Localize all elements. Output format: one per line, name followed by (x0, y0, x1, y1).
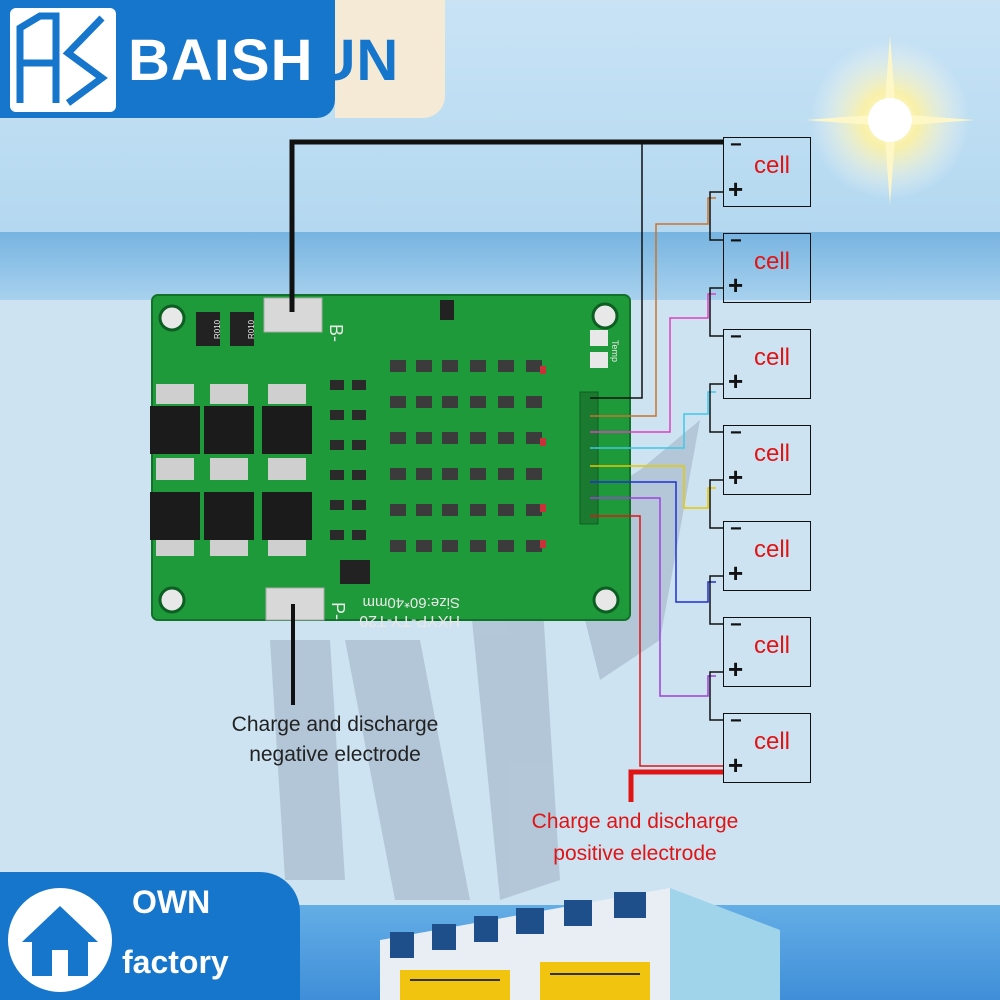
header-accent (335, 0, 445, 118)
cell-6-positive: + (728, 654, 744, 684)
pad-b-label: B- (326, 324, 346, 342)
positive-wire (628, 769, 723, 802)
cell-3: − cell + (723, 326, 811, 399)
cell-3-positive: + (728, 366, 744, 396)
cell-7-label: cell (754, 728, 791, 755)
cell-6: − cell + (723, 614, 811, 687)
factory-illustration (380, 888, 780, 1000)
positive-label-line1: Charge and discharge (531, 810, 739, 833)
cell-4-label: cell (754, 440, 791, 467)
brand-name: BAISHUN (128, 28, 400, 93)
cell-2-negative: − (730, 230, 742, 252)
pad-p-label: P- (328, 602, 348, 620)
positive-label-line2: positive electrode (553, 842, 717, 865)
negative-label-line1: Charge and discharge (231, 713, 439, 736)
cell-5-label: cell (754, 536, 791, 563)
cell-2-label: cell (754, 248, 791, 275)
positive-electrode-label: Charge and discharge positive electrode (490, 806, 780, 870)
cell-5-negative: − (730, 518, 742, 540)
b-minus-wire (289, 139, 723, 312)
cell-7-positive: + (728, 750, 744, 780)
cell-1: − cell + (723, 134, 811, 207)
sky-band (0, 232, 1000, 302)
negative-label-line2: negative electrode (249, 743, 421, 766)
temp-label: Temp (610, 340, 620, 362)
cell-4: − cell + (723, 422, 811, 495)
cell-5: − cell + (723, 518, 811, 591)
cell-6-label: cell (754, 632, 791, 659)
resistor-label-1: R010 (213, 319, 222, 339)
bms-board (150, 294, 631, 621)
cell-1-positive: + (728, 174, 744, 204)
cell-1-negative: − (730, 134, 742, 156)
cell-connectors (709, 191, 723, 721)
cell-2-positive: + (728, 270, 744, 300)
resistor-label-2: R010 (247, 319, 256, 339)
cell-1-label: cell (754, 152, 791, 179)
brand-logo (10, 8, 116, 112)
cell-3-negative: − (730, 326, 742, 348)
board-size-text: Size:60*40mm (362, 594, 460, 611)
cell-4-negative: − (730, 422, 742, 444)
negative-electrode-label: Charge and discharge negative electrode (180, 710, 490, 770)
cell-6-negative: − (730, 614, 742, 636)
cell-3-label: cell (754, 344, 791, 371)
sun-icon (805, 35, 975, 205)
cell-5-positive: + (728, 558, 744, 588)
cell-4-positive: + (728, 462, 744, 492)
footer-factory: factory (122, 944, 229, 980)
home-icon (8, 888, 112, 992)
cell-7-negative: − (730, 710, 742, 732)
cell-7: − cell + (723, 710, 811, 783)
board-model-text: HXYP-TY-T20 (359, 612, 460, 629)
cell-2: − cell + (723, 230, 811, 303)
footer-own: OWN (132, 884, 211, 920)
